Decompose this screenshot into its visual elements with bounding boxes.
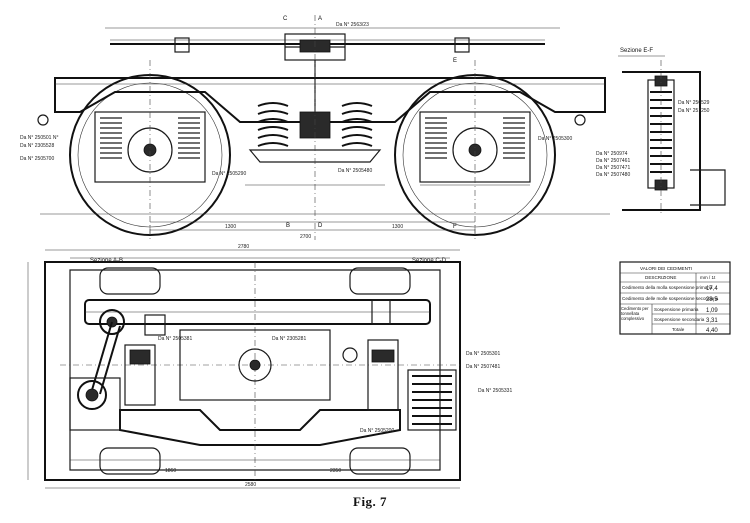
- table-head-unit: mm / 1t: [700, 275, 716, 280]
- part-label: Da N° 251250: [678, 108, 710, 114]
- part-label: Da N° 2507471: [596, 165, 630, 171]
- table-row-desc: Cedimento della molla sospensione primar…: [622, 285, 713, 290]
- plan-wheel-br: [349, 447, 411, 475]
- part-label: Da N° 250501 N°: [20, 135, 58, 141]
- right-primary-spring-section: [407, 369, 457, 431]
- part-label: Da N° 250529: [678, 100, 710, 106]
- part-label: Da N° 2305528: [20, 143, 54, 149]
- dim-half-left: 1300: [225, 224, 236, 230]
- right-axlebox-assembly: [367, 299, 457, 431]
- section-mark-b: B: [286, 223, 290, 229]
- dim-bottom-plan: 2580: [245, 482, 256, 488]
- table-row-value: 28,5: [706, 297, 718, 303]
- plan-wheel-tl: [99, 267, 161, 295]
- part-label: Da N° 250974: [596, 151, 628, 157]
- dim-plan-inner: 1860: [165, 468, 176, 474]
- left-axlebox-assembly: [69, 309, 166, 431]
- dim-half-right: 1300: [392, 224, 403, 230]
- part-label: Da N° 2563/23: [336, 22, 369, 28]
- table-border: [619, 261, 731, 335]
- section-mark-f: F: [453, 224, 457, 230]
- table-group-label: Cedimento per tonnellata complessivo: [621, 306, 649, 321]
- table-group-value: 3,31: [706, 318, 718, 324]
- frame-end-eye-right: [574, 114, 586, 126]
- frame-end-eye-left: [37, 114, 49, 126]
- part-label: Da N° 2507481: [466, 364, 500, 370]
- part-label: Da N° 2505300: [538, 136, 572, 142]
- dim-plan-total: 2350: [330, 468, 341, 474]
- figure-caption: Fig. 7: [353, 494, 388, 509]
- section-mark-d: D: [318, 223, 323, 229]
- plan-wheel-bl: [99, 447, 161, 475]
- frame-side-member: [54, 77, 606, 123]
- part-label: Da N° 2507480: [596, 172, 630, 178]
- table-group-value: 1,09: [706, 308, 718, 314]
- part-label: Da N° 2505700: [20, 156, 54, 162]
- ef-frame-outline: [622, 71, 701, 211]
- table-group-desc: Totale: [672, 327, 685, 332]
- part-label: Da N° 2505480: [338, 168, 372, 174]
- deflection-values-table: VALORI DEI CEDIMENTI DESCRIZIONE mm / 1t…: [619, 261, 731, 335]
- primary-spring-left: [100, 117, 200, 159]
- transom-lower: [119, 409, 401, 446]
- part-label: Da N° 2505381: [158, 336, 192, 342]
- plan-view: 2780 Sezione A-B Sezione C-D: [27, 244, 512, 489]
- table-group-desc: Sospensione primaria: [654, 307, 699, 312]
- part-label: Da N° 2507461: [596, 158, 630, 164]
- section-title-ef: Sezione E-F: [620, 48, 653, 54]
- table-head-desc: DESCRIZIONE: [645, 275, 676, 280]
- plan-wheel-tr: [349, 267, 411, 295]
- table-title: VALORI DEI CEDIMENTI: [640, 266, 692, 271]
- dim-wheelbase: 2700: [300, 234, 311, 240]
- section-mark-c: C: [283, 16, 288, 22]
- table-group-desc: Sospensione secondaria: [654, 317, 705, 322]
- part-label: Da N° 2305281: [272, 336, 306, 342]
- brake-lever: [91, 321, 113, 391]
- part-label: Da N° 2505290: [212, 171, 246, 177]
- section-mark-a: A: [318, 16, 322, 22]
- part-label: Da N° 2505200: [360, 428, 394, 434]
- plan-center-pivot: [238, 348, 272, 382]
- table-row-desc: Cedimento delle molle sospensione second…: [622, 296, 719, 301]
- table-row-value: 17,4: [706, 286, 718, 292]
- part-label: Da N° 2505331: [478, 388, 512, 394]
- section-ef-view: Sezione E-F Da N° 250529 Da N° 251250 Da…: [596, 48, 726, 215]
- table-group-value: 4,40: [706, 328, 718, 334]
- primary-spring-right: [425, 117, 525, 159]
- dim-overall-top: 2780: [238, 244, 249, 250]
- rod-clevis-right: [454, 37, 470, 53]
- side-elevation-view: A B C D E F 2700 1300 1300 Da N° 2563/23…: [20, 15, 610, 240]
- rod-clevis-left: [174, 37, 190, 53]
- plan-outer-frame: [44, 261, 461, 481]
- spring-plank: [248, 149, 382, 163]
- ef-bracket: [690, 169, 726, 206]
- section-mark-e: E: [453, 58, 457, 64]
- plan-bolster: [179, 329, 331, 401]
- part-label: Da N° 2505301: [466, 351, 500, 357]
